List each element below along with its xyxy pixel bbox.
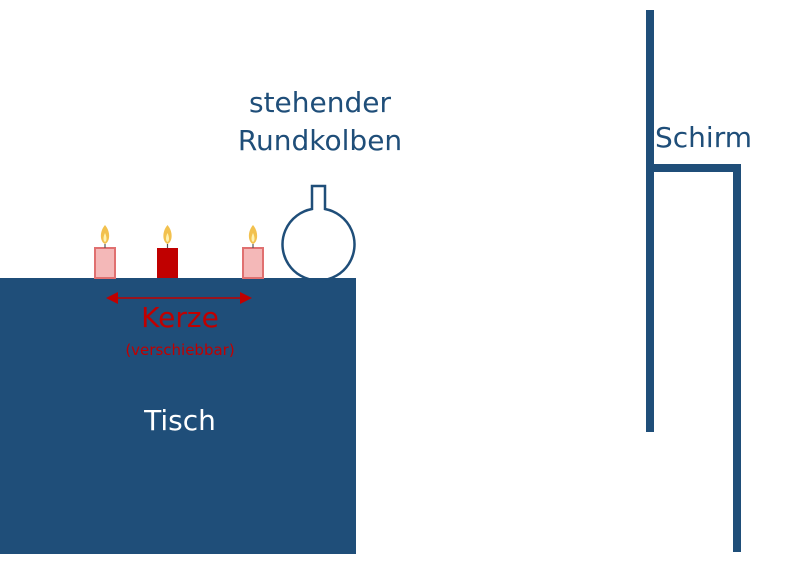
- screen: [646, 10, 741, 552]
- candle-ghost-left: [94, 225, 116, 279]
- table-label: Tisch: [144, 404, 216, 437]
- candle-note: (verschiebbar): [125, 341, 235, 359]
- candle-label: Kerze: [141, 301, 219, 334]
- round-flask: [281, 184, 356, 282]
- screen-back-frame: [650, 164, 741, 552]
- arrow-right-icon: [240, 292, 252, 304]
- candle-active: [157, 225, 178, 278]
- arrow-left-icon: [106, 292, 118, 304]
- screen-label: Schirm: [655, 121, 752, 154]
- movement-arrow: [106, 292, 252, 304]
- table: [0, 278, 356, 554]
- flask-label-line2: Rundkolben: [237, 124, 403, 157]
- flask-label: stehender Rundkolben: [220, 84, 420, 160]
- candle-ghost-right: [242, 225, 264, 279]
- flask-label-line1: stehender: [248, 86, 392, 119]
